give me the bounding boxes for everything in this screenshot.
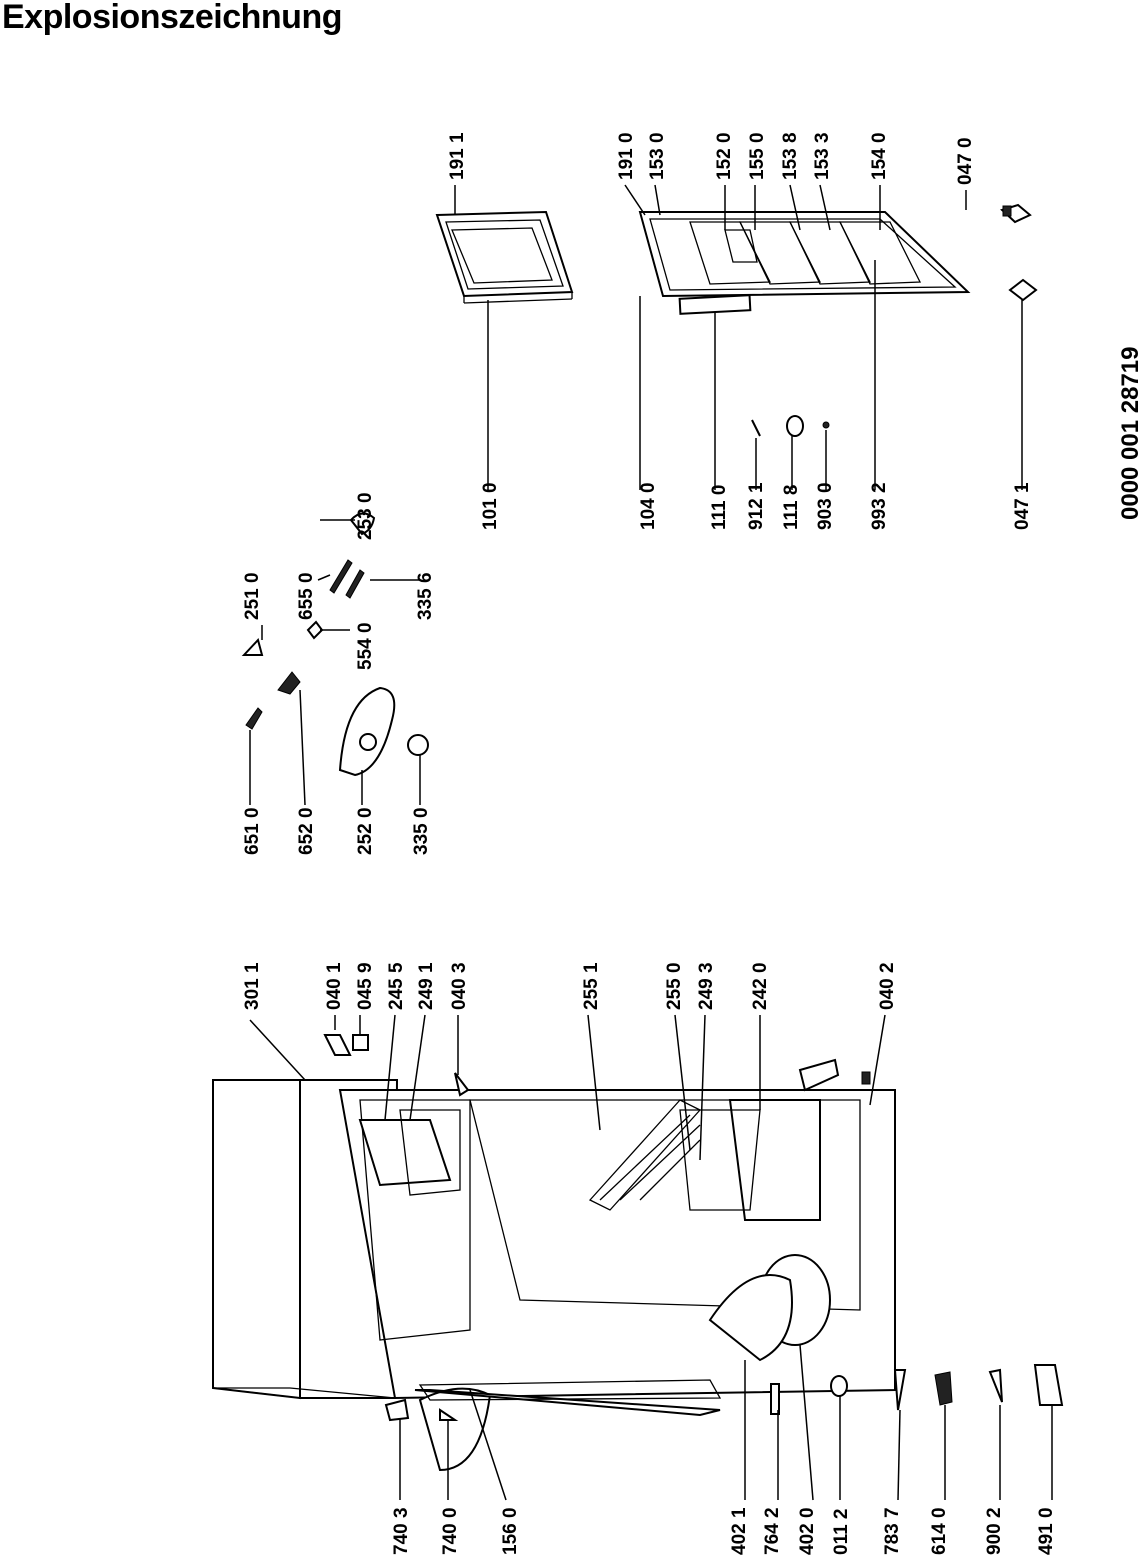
inner-door-panel <box>638 211 971 315</box>
part-label: 402 1 <box>729 1507 750 1555</box>
leader-line <box>799 1344 814 1501</box>
part-label: 047 1 <box>1012 482 1033 530</box>
part-labels: 191 1 191 0 153 0 152 0 155 0 153 8 153 3 154 0… <box>242 132 1057 1555</box>
part-label: 491 0 <box>1036 1507 1057 1555</box>
part-label: 900 2 <box>984 1507 1005 1555</box>
part-label: 040 2 <box>877 962 898 1010</box>
part-label: 655 0 <box>296 572 317 620</box>
leader-line <box>819 184 831 231</box>
part-label: 301 1 <box>242 962 263 1010</box>
leader-line <box>409 1014 426 1121</box>
part-label: 040 3 <box>449 962 470 1010</box>
part-label: 191 0 <box>616 132 637 180</box>
part-label: 253 0 <box>355 492 376 540</box>
part-label: 255 0 <box>664 962 685 1010</box>
part-label: 111 0 <box>709 485 730 530</box>
small-parts <box>241 512 429 777</box>
part-label: 783 7 <box>882 1507 903 1555</box>
door-panel <box>435 210 574 304</box>
part-label: 912 1 <box>746 482 767 530</box>
leader-line <box>789 184 801 231</box>
part-label: 614 0 <box>929 1507 950 1555</box>
leader-line <box>654 184 661 216</box>
part-label: 242 0 <box>750 962 771 1010</box>
part-label: 554 0 <box>355 622 376 670</box>
part-label: 252 0 <box>355 807 376 855</box>
part-label: 402 0 <box>797 1507 818 1555</box>
leader-line <box>674 1014 691 1151</box>
part-label: 104 0 <box>638 482 659 530</box>
part-label: 155 0 <box>747 132 768 180</box>
part-label: 740 0 <box>440 1507 461 1555</box>
part-label: 047 0 <box>955 137 976 185</box>
part-label: 740 3 <box>391 1507 412 1555</box>
leader-line <box>869 1014 886 1106</box>
part-label: 153 0 <box>647 132 668 180</box>
leader-line <box>299 689 306 806</box>
part-label: 993 2 <box>869 482 890 530</box>
leader-lines <box>249 184 1053 1501</box>
part-label: 191 1 <box>447 132 468 180</box>
leader-line <box>384 1014 396 1121</box>
part-label: 040 1 <box>324 962 345 1010</box>
part-label: 335 6 <box>415 572 436 620</box>
leader-line <box>317 574 331 581</box>
part-label: 152 0 <box>714 132 735 180</box>
cabinet-body <box>212 1034 896 1472</box>
leader-line <box>897 1409 901 1501</box>
document-number: 0000 001 28719 <box>1117 346 1143 520</box>
part-label: 011 2 <box>831 1509 852 1556</box>
part-label: 651 0 <box>242 807 263 855</box>
part-label: 153 8 <box>780 132 801 180</box>
part-label: 101 0 <box>480 482 501 530</box>
part-label: 249 1 <box>416 962 437 1010</box>
part-label: 255 1 <box>581 962 602 1010</box>
part-label: 764 2 <box>762 1507 783 1555</box>
part-label: 251 0 <box>242 572 263 620</box>
leader-line <box>249 1019 306 1081</box>
leader-line <box>624 184 646 216</box>
part-label: 652 0 <box>296 807 317 855</box>
part-label: 903 0 <box>815 482 836 530</box>
page-title: Explosionszeichnung <box>2 0 342 36</box>
leader-line <box>469 1389 507 1501</box>
part-label: 156 0 <box>500 1507 521 1555</box>
part-label: 249 3 <box>696 962 717 1010</box>
part-label: 245 5 <box>386 962 407 1010</box>
part-label: 154 0 <box>869 132 890 180</box>
part-label: 045 9 <box>355 962 376 1010</box>
part-label: 335 0 <box>411 807 432 855</box>
leader-line <box>699 1014 706 1161</box>
part-label: 153 3 <box>812 132 833 180</box>
accessory-parts <box>893 1364 1064 1411</box>
leader-line <box>587 1014 601 1131</box>
part-label: 111 8 <box>781 485 802 530</box>
hinge-parts <box>751 203 1038 437</box>
